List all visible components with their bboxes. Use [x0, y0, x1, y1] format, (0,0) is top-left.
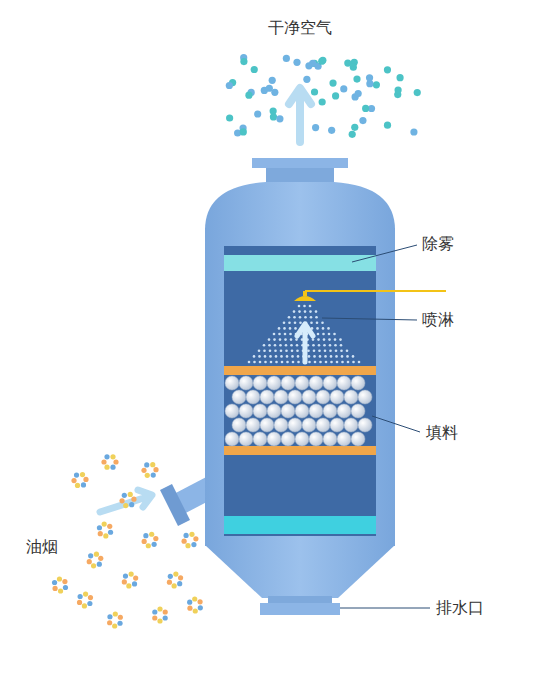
drain-flange: [260, 603, 340, 615]
top-neck: [266, 168, 334, 182]
part-label: 排水口: [436, 598, 484, 617]
spray-nozzle: [294, 296, 316, 301]
bottom-neck: [268, 596, 332, 604]
nozzle-stem: [303, 291, 307, 296]
demister-layer: [224, 255, 376, 271]
upper-support-plate: [224, 366, 376, 375]
inflow-arrow: [100, 490, 152, 512]
part-label: 填料: [426, 423, 458, 442]
clean-air-particles: [226, 54, 421, 138]
part-label: 油烟: [26, 537, 58, 556]
oil-fume-particles: [52, 454, 203, 628]
top-flange: [252, 158, 348, 168]
outflow-arrow: [289, 88, 311, 142]
leader-lines: [322, 245, 430, 608]
vessel-body: [205, 228, 395, 546]
spray-droplets: [248, 305, 361, 364]
lower-support-plate: [224, 446, 376, 455]
vessel-interior: [224, 246, 376, 536]
water-layer: [224, 516, 376, 534]
gas-flow-arrow: [297, 324, 313, 362]
vessel-cone: [205, 545, 395, 598]
part-label: 除雾: [422, 234, 454, 253]
packing-balls: [225, 376, 372, 446]
part-label: 干净空气: [268, 18, 332, 37]
spray-pipe: [305, 290, 446, 292]
part-label: 喷淋: [422, 310, 454, 329]
vessel-dome: [205, 182, 395, 230]
